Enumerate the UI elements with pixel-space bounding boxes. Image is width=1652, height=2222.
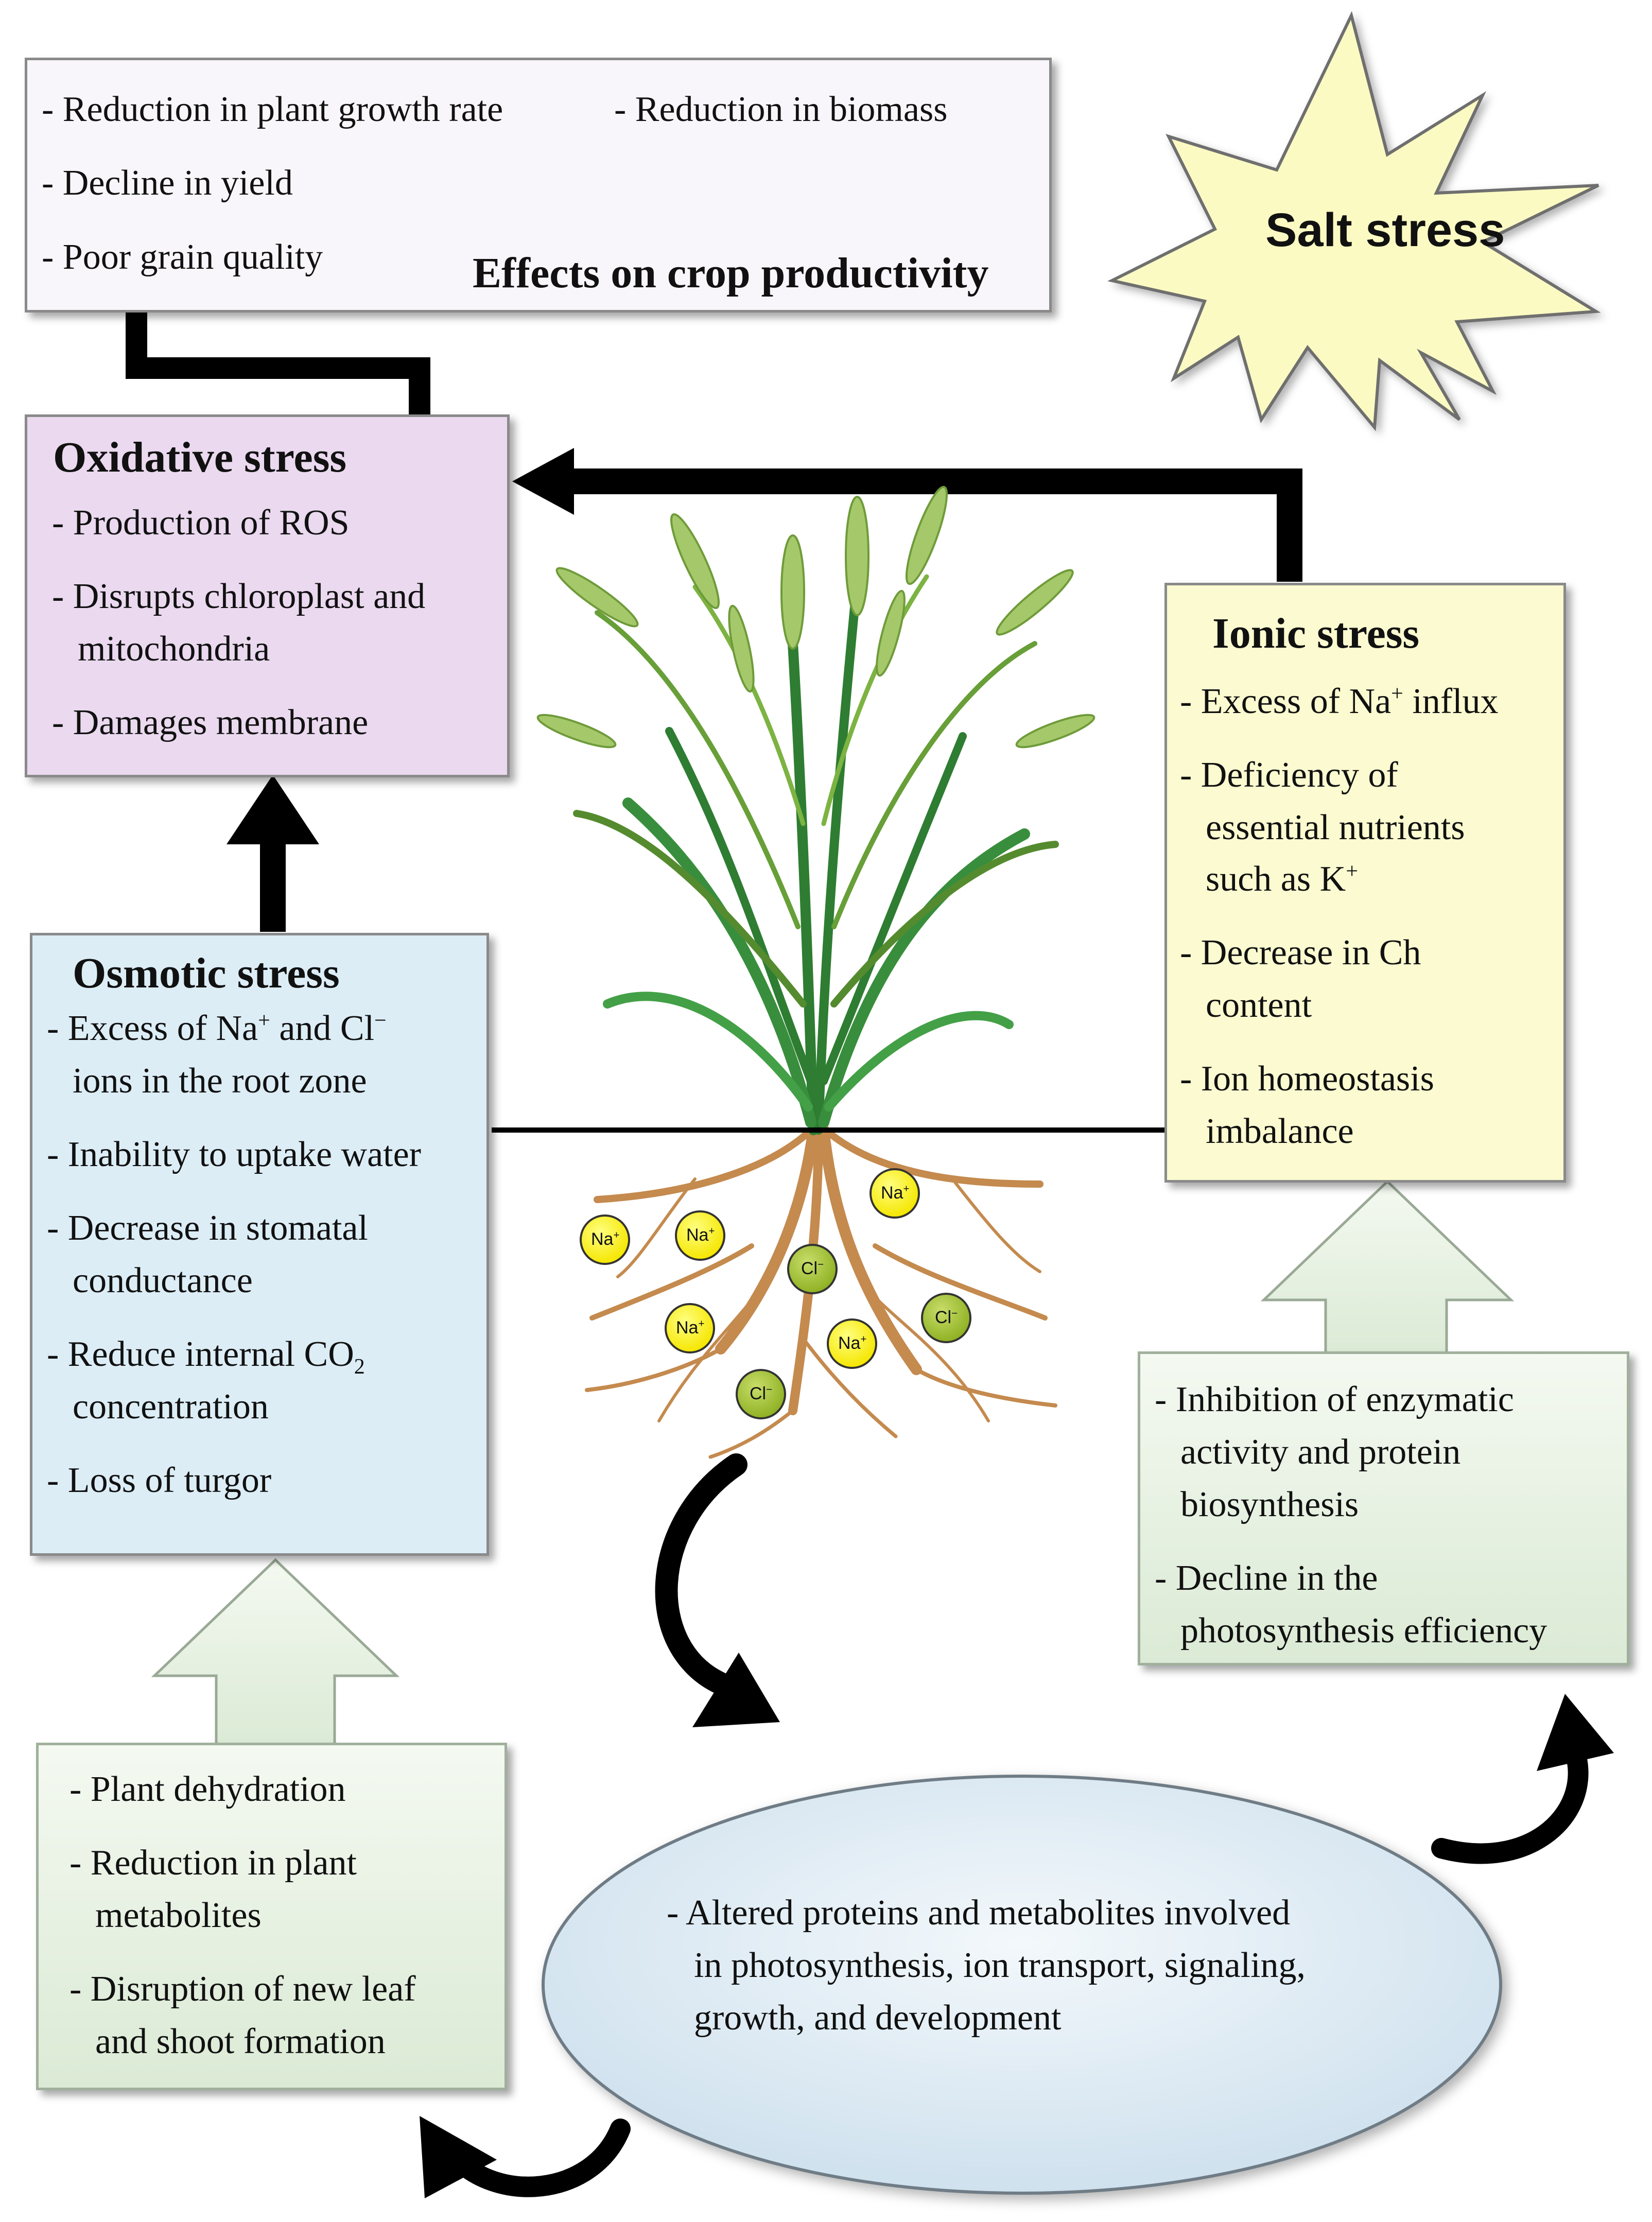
ionic-stress-box: Ionic stress - Excess of Na+ influx - De… <box>1164 583 1566 1183</box>
enzymatic-item-biosynthesis: biosynthesis <box>1180 1485 1359 1524</box>
osmotic-item-co2: - Reduce internal CO2 <box>47 1334 365 1379</box>
ion-cl-3 <box>736 1369 786 1419</box>
ionic-item-imbalance: imbalance <box>1206 1112 1354 1151</box>
ionic-item-homeostasis: - Ion homeostasis <box>1180 1059 1434 1099</box>
ion-na-5 <box>827 1318 877 1369</box>
plant-spikes <box>536 485 1095 749</box>
oxidative-item-mitochondria: mitochondria <box>78 629 270 669</box>
osmotic-item-water-uptake: - Inability to uptake water <box>47 1135 421 1174</box>
productivity-item-yield: - Decline in yield <box>42 163 293 203</box>
dehydration-item-leaf: - Disruption of new leaf <box>69 1969 416 2009</box>
dehydration-item-shoot: and shoot formation <box>95 2022 386 2061</box>
plant-roots <box>585 1124 1057 1459</box>
ionic-item-essential: essential nutrients <box>1206 808 1465 847</box>
ionic-item-ch: - Decrease in Ch <box>1180 933 1421 973</box>
ionic-item-potassium: such as K+ <box>1206 859 1358 899</box>
ion-na-3 <box>870 1168 920 1219</box>
arrowhead-osmotic-to-oxidative <box>227 775 319 844</box>
plant-leaves <box>573 574 1059 1135</box>
hollow-arrow-enzymatic-ionic <box>1260 1179 1515 1356</box>
productivity-item-growth-rate: - Reduction in plant growth rate <box>42 90 503 129</box>
oxidative-item-membrane: - Damages membrane <box>52 703 369 742</box>
dehydration-effects-box: - Plant dehydration - Reduction in plant… <box>36 1743 507 2090</box>
productivity-title: Effects on crop productivity <box>473 249 989 297</box>
productivity-box: - Reduction in plant growth rate - Reduc… <box>25 58 1052 313</box>
curved-arrowhead-roots-to-ellipse <box>692 1653 780 1727</box>
ion-cl-2 <box>921 1293 971 1343</box>
arrowhead-ionic-to-oxidative <box>512 448 574 515</box>
ionic-item-content: content <box>1206 985 1312 1025</box>
enzymatic-item-photosynthesis: photosynthesis efficiency <box>1180 1611 1547 1651</box>
arrow-osmotic-to-oxidative <box>260 834 286 932</box>
curved-arrowhead-ellipse-to-dehydration <box>420 2116 497 2198</box>
ion-label-na-3: Na+ <box>881 1183 910 1203</box>
ionic-item-na-influx: - Excess of Na+ influx <box>1180 682 1499 721</box>
hollow-arrow-dehydration-osmotic <box>151 1558 400 1747</box>
ion-label-na-5: Na+ <box>838 1333 867 1353</box>
altered-item-line-2: in photosynthesis, ion transport, signal… <box>694 1946 1306 1985</box>
osmotic-item-turgor: - Loss of turgor <box>47 1461 272 1500</box>
enzymatic-effects-box: - Inhibition of enzymatic activity and p… <box>1138 1351 1629 1665</box>
connector-productivity-oxidative <box>126 311 430 417</box>
osmotic-item-conductance: conductance <box>73 1261 253 1300</box>
dehydration-item-plant: - Plant dehydration <box>69 1769 346 1809</box>
ion-label-cl-2: Cl− <box>935 1308 958 1327</box>
altered-proteins-ellipse <box>542 1775 1502 2195</box>
ion-label-na-4: Na+ <box>676 1318 705 1338</box>
ion-label-na-2: Na+ <box>686 1225 715 1245</box>
oxidative-item-chloroplast: - Disrupts chloroplast and <box>52 577 426 616</box>
arrow-ionic-to-oxidative <box>561 468 1302 582</box>
curved-arrowhead-ellipse-to-enzymatic <box>1537 1694 1614 1771</box>
ion-na-4 <box>665 1303 715 1353</box>
enzymatic-item-inhibition: - Inhibition of enzymatic <box>1155 1380 1514 1419</box>
oxidative-item-ros: - Production of ROS <box>52 503 350 543</box>
enzymatic-item-decline: - Decline in the <box>1155 1558 1378 1598</box>
osmotic-stress-box: Osmotic stress - Excess of Na+ and Cl− i… <box>30 933 489 1556</box>
salt-stress-label: Salt stress <box>1265 204 1505 256</box>
enzymatic-item-protein: activity and protein <box>1180 1432 1461 1472</box>
osmotic-stress-title: Osmotic stress <box>73 949 340 997</box>
ion-label-cl-1: Cl− <box>801 1259 824 1278</box>
osmotic-item-excess-ions: - Excess of Na+ and Cl− <box>47 1009 387 1048</box>
altered-item-line-3: growth, and development <box>694 1998 1062 2038</box>
ion-cl-1 <box>787 1244 838 1294</box>
oxidative-stress-box: Oxidative stress - Production of ROS - D… <box>25 414 510 777</box>
curved-arrow-ellipse-to-enzymatic <box>1431 1730 1589 1864</box>
dehydration-item-metabolites-2: metabolites <box>95 1896 262 1935</box>
ion-na-2 <box>675 1210 725 1261</box>
productivity-item-grain-quality: - Poor grain quality <box>42 237 323 277</box>
productivity-item-biomass: - Reduction in biomass <box>614 90 948 129</box>
salt-stress-star <box>1107 11 1601 431</box>
curved-arrow-roots-to-ellipse <box>655 1453 747 1695</box>
osmotic-item-stomatal: - Decrease in stomatal <box>47 1208 368 1248</box>
ion-na-1 <box>580 1214 630 1265</box>
oxidative-stress-title: Oxidative stress <box>53 433 347 481</box>
osmotic-item-concentration: concentration <box>73 1387 269 1427</box>
ionic-stress-title: Ionic stress <box>1212 610 1420 657</box>
ion-label-na-1: Na+ <box>591 1229 620 1249</box>
dehydration-item-metabolites-1: - Reduction in plant <box>69 1843 357 1883</box>
altered-item-line-1: - Altered proteins and metabolites invol… <box>667 1893 1291 1933</box>
ionic-item-deficiency: - Deficiency of <box>1180 755 1398 795</box>
osmotic-item-root-zone: ions in the root zone <box>73 1061 367 1101</box>
ion-label-cl-3: Cl− <box>750 1384 773 1403</box>
